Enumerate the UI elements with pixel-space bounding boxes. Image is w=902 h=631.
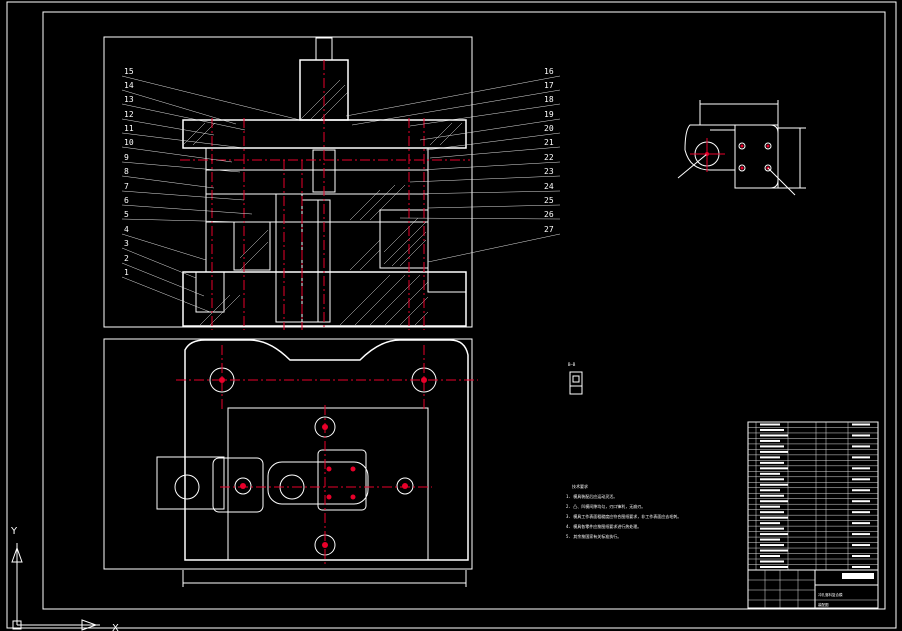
tech-note-5: 5. 其余按国家有关标准执行。 — [566, 533, 621, 539]
bom-cell-text — [760, 538, 780, 541]
bom-cell-text — [760, 445, 784, 448]
tech-notes-title: 技术要求 — [572, 483, 588, 489]
bom-cell-text — [760, 472, 780, 475]
part-detail-view — [677, 100, 806, 196]
bom-cell-text — [760, 478, 784, 481]
section-label: B—B — [568, 362, 576, 367]
bom-cell-text — [760, 439, 780, 442]
callout-14: 14 — [124, 81, 134, 90]
title-text: 冲孔落料复合模 — [818, 592, 843, 597]
bom-cell-text — [760, 555, 780, 558]
callout-19: 19 — [544, 110, 554, 119]
drawing-number: 装配图 — [818, 602, 829, 607]
callout-21: 21 — [544, 138, 554, 147]
bom-cell-text — [760, 565, 788, 568]
callout-1: 1 — [124, 268, 129, 277]
bom-cell-text — [760, 461, 784, 464]
tech-note-3: 3. 模具工作表面粗糙度应符合图纸要求，非工作表面应去毛刺。 — [566, 513, 681, 519]
section-b-b: B—B — [568, 362, 583, 395]
callout-22: 22 — [544, 153, 554, 162]
bom-cell-text — [760, 549, 788, 552]
bom-cell-text — [852, 522, 870, 525]
callout-26: 26 — [544, 210, 554, 219]
callout-5: 5 — [124, 210, 129, 219]
callout-16: 16 — [544, 67, 554, 76]
bom-cell-text — [760, 483, 788, 486]
bom-cell-text — [760, 516, 788, 519]
tech-note-2: 2. 凸、凹模间隙均匀，刃口锋利，无崩刃。 — [566, 503, 645, 509]
bom-cell-text — [760, 467, 788, 470]
callout-20: 20 — [544, 124, 554, 133]
bom-cell-text — [760, 522, 780, 525]
callout-12: 12 — [124, 110, 134, 119]
callout-8: 8 — [124, 167, 129, 176]
ucs-x-label: X — [112, 623, 119, 631]
bom-cell-text — [760, 428, 784, 431]
bom-cell-text — [852, 456, 870, 459]
inner-border — [42, 11, 886, 610]
callout-18: 18 — [544, 95, 554, 104]
bom-cell-text — [852, 565, 870, 568]
ucs-y-label: Y — [10, 526, 18, 537]
bom-cell-text — [760, 434, 788, 437]
bom-cell-text — [852, 500, 870, 503]
bom-cell-text — [852, 467, 870, 470]
bom-cell-text — [852, 511, 870, 514]
callout-3: 3 — [124, 239, 129, 248]
bom-cell-text — [852, 445, 870, 448]
tech-note-1: 1. 模具装配后应运动灵活。 — [566, 493, 617, 499]
bom-cell-text — [760, 494, 784, 497]
bom-cell-text — [760, 511, 784, 514]
front-section-view: 15 14 13 12 11 10 9 8 7 6 5 4 3 2 1 — [103, 36, 561, 330]
callout-10: 10 — [124, 138, 134, 147]
callout-11: 11 — [124, 124, 134, 133]
callout-13: 13 — [124, 95, 134, 104]
bom-cell-text — [760, 527, 784, 530]
callout-2: 2 — [124, 254, 129, 263]
callout-7: 7 — [124, 182, 129, 191]
callout-6: 6 — [124, 196, 129, 205]
bom-cell-text — [760, 489, 780, 492]
bom-cell-text — [852, 478, 870, 481]
bom-cell-text — [760, 450, 788, 453]
callout-25: 25 — [544, 196, 554, 205]
bom-cell-text — [852, 489, 870, 492]
bom-cell-text — [852, 423, 870, 426]
outer-border — [6, 1, 897, 629]
callouts-left: 15 14 13 12 11 10 9 8 7 6 5 4 3 2 1 — [124, 67, 134, 277]
bom-cell-text — [760, 533, 788, 536]
bom-cell-text — [852, 434, 870, 437]
bom-cell-text — [760, 500, 788, 503]
bom-cell-text — [760, 560, 784, 563]
ucs-icon: Y X — [10, 526, 119, 631]
plan-view — [103, 338, 478, 587]
bom-cell-text — [852, 533, 870, 536]
callout-17: 17 — [544, 81, 554, 90]
bom-cell-text — [852, 555, 870, 558]
bom-cell-text — [760, 456, 780, 459]
bom-cell-text — [760, 544, 784, 547]
callout-4: 4 — [124, 225, 129, 234]
callout-27: 27 — [544, 225, 554, 234]
callout-15: 15 — [124, 67, 134, 76]
bom-cell-text — [760, 423, 780, 426]
callout-23: 23 — [544, 167, 554, 176]
callout-9: 9 — [124, 153, 129, 162]
tech-note-4: 4. 模具各零件应按图纸要求进行热处理。 — [566, 523, 641, 529]
callout-24: 24 — [544, 182, 554, 191]
title-block: 冲孔落料复合模 装配图 — [747, 569, 879, 609]
bom-cell-text — [760, 505, 780, 508]
technical-notes: 技术要求 1. 模具装配后应运动灵活。 2. 凸、凹模间隙均匀，刃口锋利，无崩刃… — [566, 483, 681, 539]
callouts-right: 16 17 18 19 20 21 22 23 24 25 26 27 — [544, 67, 554, 234]
bom-cell-text — [852, 544, 870, 547]
parts-list-table — [747, 421, 879, 571]
